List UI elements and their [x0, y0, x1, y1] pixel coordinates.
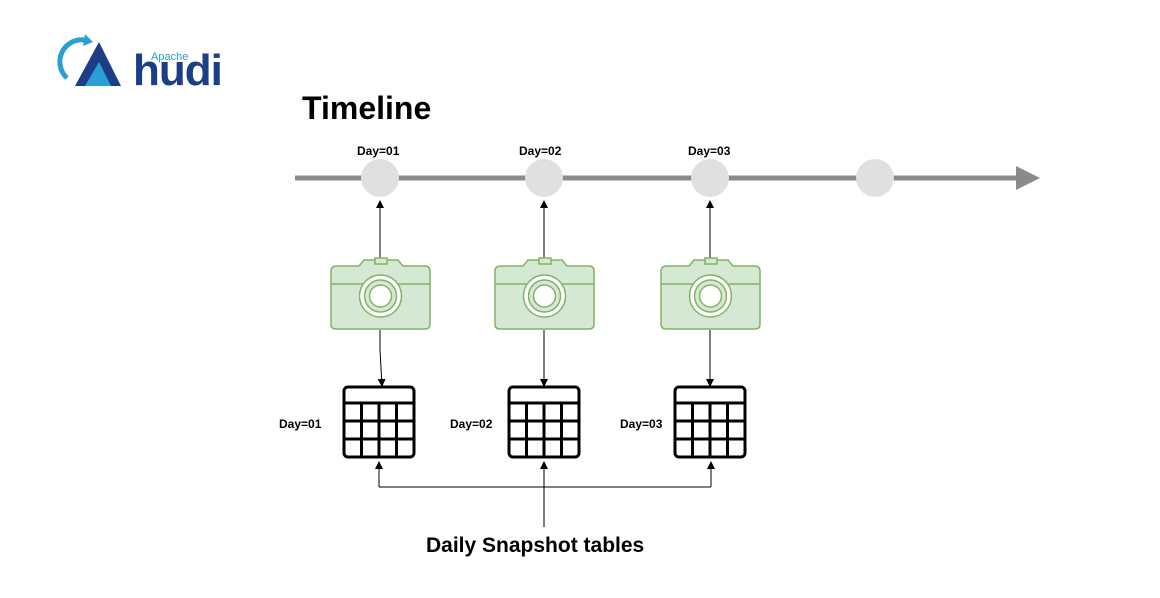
table-icon [507, 385, 581, 459]
table-icon [673, 385, 747, 459]
camera1-to-table-arrow [377, 330, 386, 387]
timeline-node-day01 [361, 159, 399, 197]
hudi-logo-icon [57, 34, 121, 86]
timeline-label-day01: Day=01 [357, 144, 400, 158]
snapshot-caption: Daily Snapshot tables [426, 534, 645, 557]
diagram-title: Timeline [302, 90, 432, 126]
timeline-node-future [856, 159, 894, 197]
timeline-node-day02 [525, 159, 563, 197]
timeline-label-day03: Day=03 [688, 144, 731, 158]
camera-icon [660, 257, 761, 330]
logo-hudi-text: hudi [133, 46, 223, 95]
table-label-day03: Day=03 [620, 417, 663, 431]
timeline-arrow-icon [1016, 166, 1040, 190]
table-label-day02: Day=02 [450, 417, 493, 431]
timeline-label-day02: Day=02 [519, 144, 562, 158]
logo-apache-text: Apache [151, 51, 189, 63]
hudi-logo: Apache hudi [55, 34, 230, 94]
camera-icon [330, 257, 431, 330]
table-label-day01: Day=01 [279, 417, 322, 431]
camera-icon [494, 257, 595, 330]
timeline-node-day03 [691, 159, 729, 197]
table-icon [342, 385, 416, 459]
